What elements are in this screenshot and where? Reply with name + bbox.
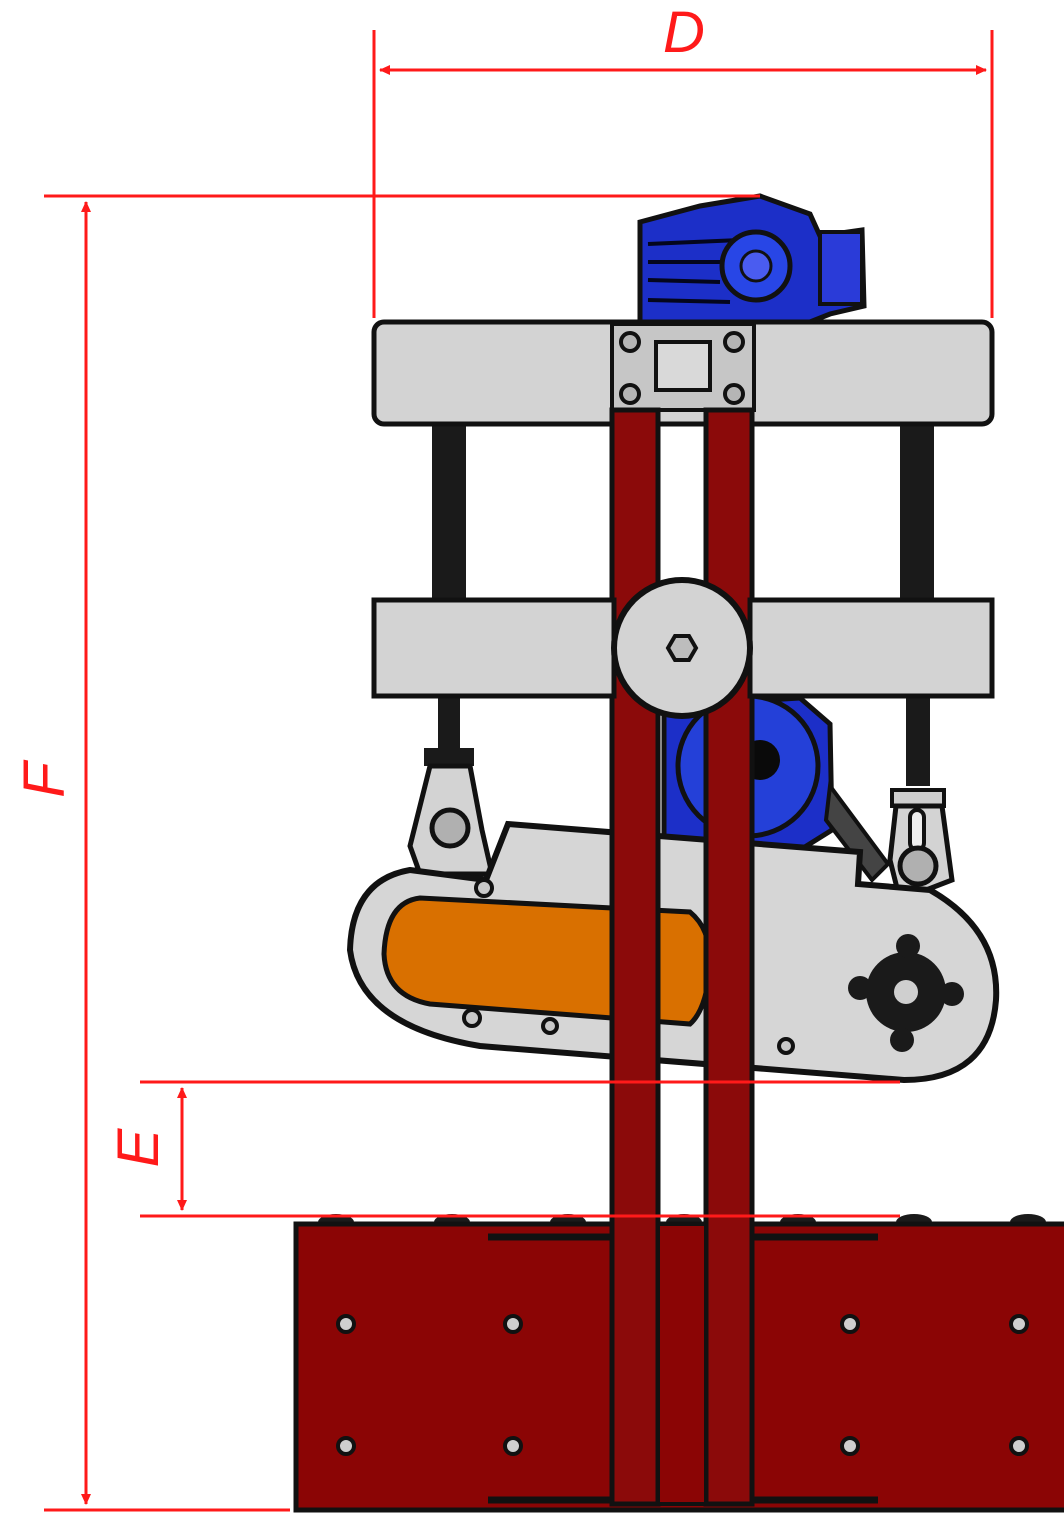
- drive-hub: [848, 934, 964, 1052]
- dimension-label-d: D: [663, 0, 705, 65]
- guide-rods: [424, 420, 946, 808]
- top-plate: [371, 319, 995, 427]
- dimension-f: [44, 194, 760, 1512]
- vertical-columns: [609, 407, 755, 1507]
- top-gear-motor: [637, 193, 867, 325]
- dimension-d: [372, 30, 994, 318]
- middle-plate: [371, 577, 995, 719]
- abrasive-belt: [381, 895, 713, 1027]
- hanger-links: [407, 763, 955, 904]
- dimension-e: [140, 1080, 900, 1218]
- dimension-label-e: E: [106, 1127, 171, 1167]
- dimension-label-f: F: [12, 759, 77, 798]
